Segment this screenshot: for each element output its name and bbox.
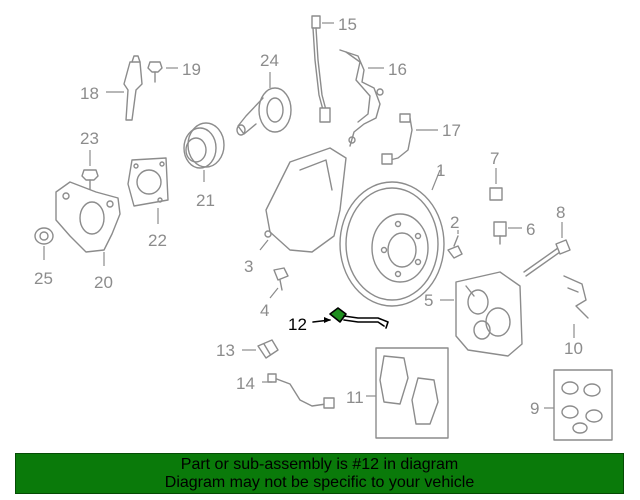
callout-22[interactable]: 22 xyxy=(148,231,167,250)
part-19-bolt[interactable]: 19 xyxy=(147,60,201,83)
part-12-highlighted[interactable]: 12 xyxy=(288,307,389,334)
callout-3[interactable]: 3 xyxy=(244,257,253,276)
part-20-steering-knuckle[interactable]: 20 xyxy=(55,181,121,292)
parts-diagram: 15 16 17 18 19 24 xyxy=(34,15,613,441)
callout-14[interactable]: 14 xyxy=(236,374,255,393)
part-17-brake-line[interactable]: 17 xyxy=(381,113,461,165)
callout-5[interactable]: 5 xyxy=(424,291,433,310)
part-9-seal-kit[interactable]: 9 xyxy=(530,369,613,441)
callout-16[interactable]: 16 xyxy=(388,60,407,79)
part-2-bolt[interactable]: 2 xyxy=(447,213,463,259)
callout-8[interactable]: 8 xyxy=(556,203,565,222)
part-3-dust-shield[interactable]: 3 xyxy=(244,147,347,276)
part-18-wheel-speed-sensor[interactable]: 18 xyxy=(80,55,143,121)
part-15-brake-hose[interactable]: 15 xyxy=(311,15,357,123)
callout-24[interactable]: 24 xyxy=(260,51,279,70)
part-23-bolt[interactable]: 23 xyxy=(80,129,99,195)
info-banner: Part or sub-assembly is #12 in diagram D… xyxy=(15,453,624,494)
banner-line-2: Diagram may not be specific to your vehi… xyxy=(164,473,475,491)
part-6-bleeder-screw[interactable]: 6 xyxy=(493,220,535,245)
callout-12[interactable]: 12 xyxy=(288,315,307,334)
part-1-brake-rotor[interactable]: 1 xyxy=(339,161,445,307)
part-13-clip[interactable]: 13 xyxy=(216,339,279,360)
callout-6[interactable]: 6 xyxy=(526,220,535,239)
part-21-wheel-bearing[interactable]: 21 xyxy=(183,122,225,210)
callout-13[interactable]: 13 xyxy=(216,341,235,360)
callout-1[interactable]: 1 xyxy=(436,161,445,180)
callout-19[interactable]: 19 xyxy=(182,60,201,79)
callout-7[interactable]: 7 xyxy=(490,149,499,168)
part-7-cap[interactable]: 7 xyxy=(489,149,503,201)
part-25-nut[interactable]: 25 xyxy=(34,227,54,288)
callout-18[interactable]: 18 xyxy=(80,84,99,103)
callout-11[interactable]: 11 xyxy=(346,388,364,407)
callout-15[interactable]: 15 xyxy=(338,15,357,34)
callout-17[interactable]: 17 xyxy=(442,121,461,140)
part-10-anti-rattle-clip[interactable]: 10 xyxy=(563,275,589,358)
callout-9[interactable]: 9 xyxy=(530,399,539,418)
callout-21[interactable]: 21 xyxy=(196,191,215,210)
part-24-hub[interactable]: 24 xyxy=(236,51,292,136)
part-22-plate[interactable]: 22 xyxy=(127,157,169,250)
part-16-hose-bracket[interactable]: 16 xyxy=(339,49,407,147)
part-14-brake-line[interactable]: 14 xyxy=(236,373,335,409)
part-11-brake-pads[interactable]: 11 xyxy=(346,347,449,439)
callout-2[interactable]: 2 xyxy=(450,213,459,232)
part-5-brake-caliper[interactable]: 5 xyxy=(424,271,523,357)
callout-4[interactable]: 4 xyxy=(260,301,269,320)
callout-23[interactable]: 23 xyxy=(80,129,99,148)
callout-20[interactable]: 20 xyxy=(94,273,113,292)
part-4-bolt[interactable]: 4 xyxy=(260,267,289,320)
part-8-caliper-bolt[interactable]: 8 xyxy=(523,203,571,277)
callout-25[interactable]: 25 xyxy=(34,269,53,288)
banner-line-1: Part or sub-assembly is #12 in diagram xyxy=(180,455,459,473)
callout-10[interactable]: 10 xyxy=(564,339,583,358)
